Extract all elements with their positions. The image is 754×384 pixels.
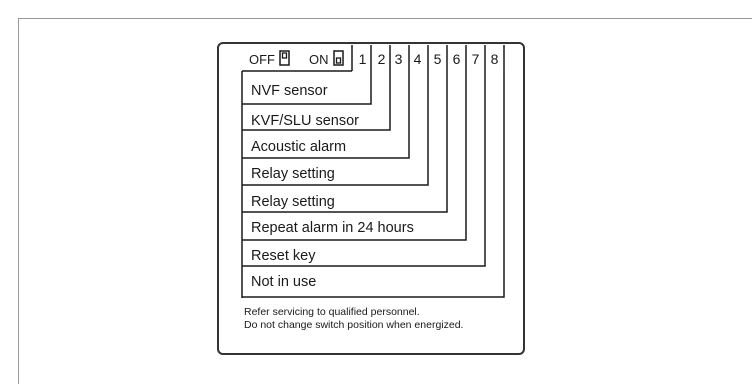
switch-label-7: Reset key: [251, 248, 316, 264]
switch-number-6: 6: [452, 51, 461, 67]
switch-label-2: KVF/SLU sensor: [251, 113, 359, 129]
switch-number-3: 3: [394, 51, 403, 67]
note-line-1: Refer servicing to qualified personnel.: [244, 306, 420, 318]
switch-label-4: Relay setting: [251, 166, 335, 182]
image-frame: [18, 18, 752, 384]
switch-label-6: Repeat alarm in 24 hours: [251, 220, 414, 236]
switch-on-icon: [332, 50, 347, 67]
switch-label-8: Not in use: [251, 274, 317, 290]
switch-number-4: 4: [413, 51, 422, 67]
dip-switch-label: [217, 42, 525, 355]
switch-number-8: 8: [490, 51, 499, 67]
switch-number-2: 2: [377, 51, 386, 67]
off-label: OFF: [249, 52, 275, 67]
switch-label-5: Relay setting: [251, 194, 335, 210]
switch-number-7: 7: [471, 51, 480, 67]
switch-off-icon: [278, 50, 293, 67]
note-line-2: Do not change switch position when energ…: [244, 319, 464, 331]
switch-label-1: NVF sensor: [251, 83, 328, 99]
on-label: ON: [309, 52, 329, 67]
switch-number-1: 1: [358, 51, 367, 67]
switch-number-5: 5: [433, 51, 442, 67]
switch-label-3: Acoustic alarm: [251, 139, 347, 155]
